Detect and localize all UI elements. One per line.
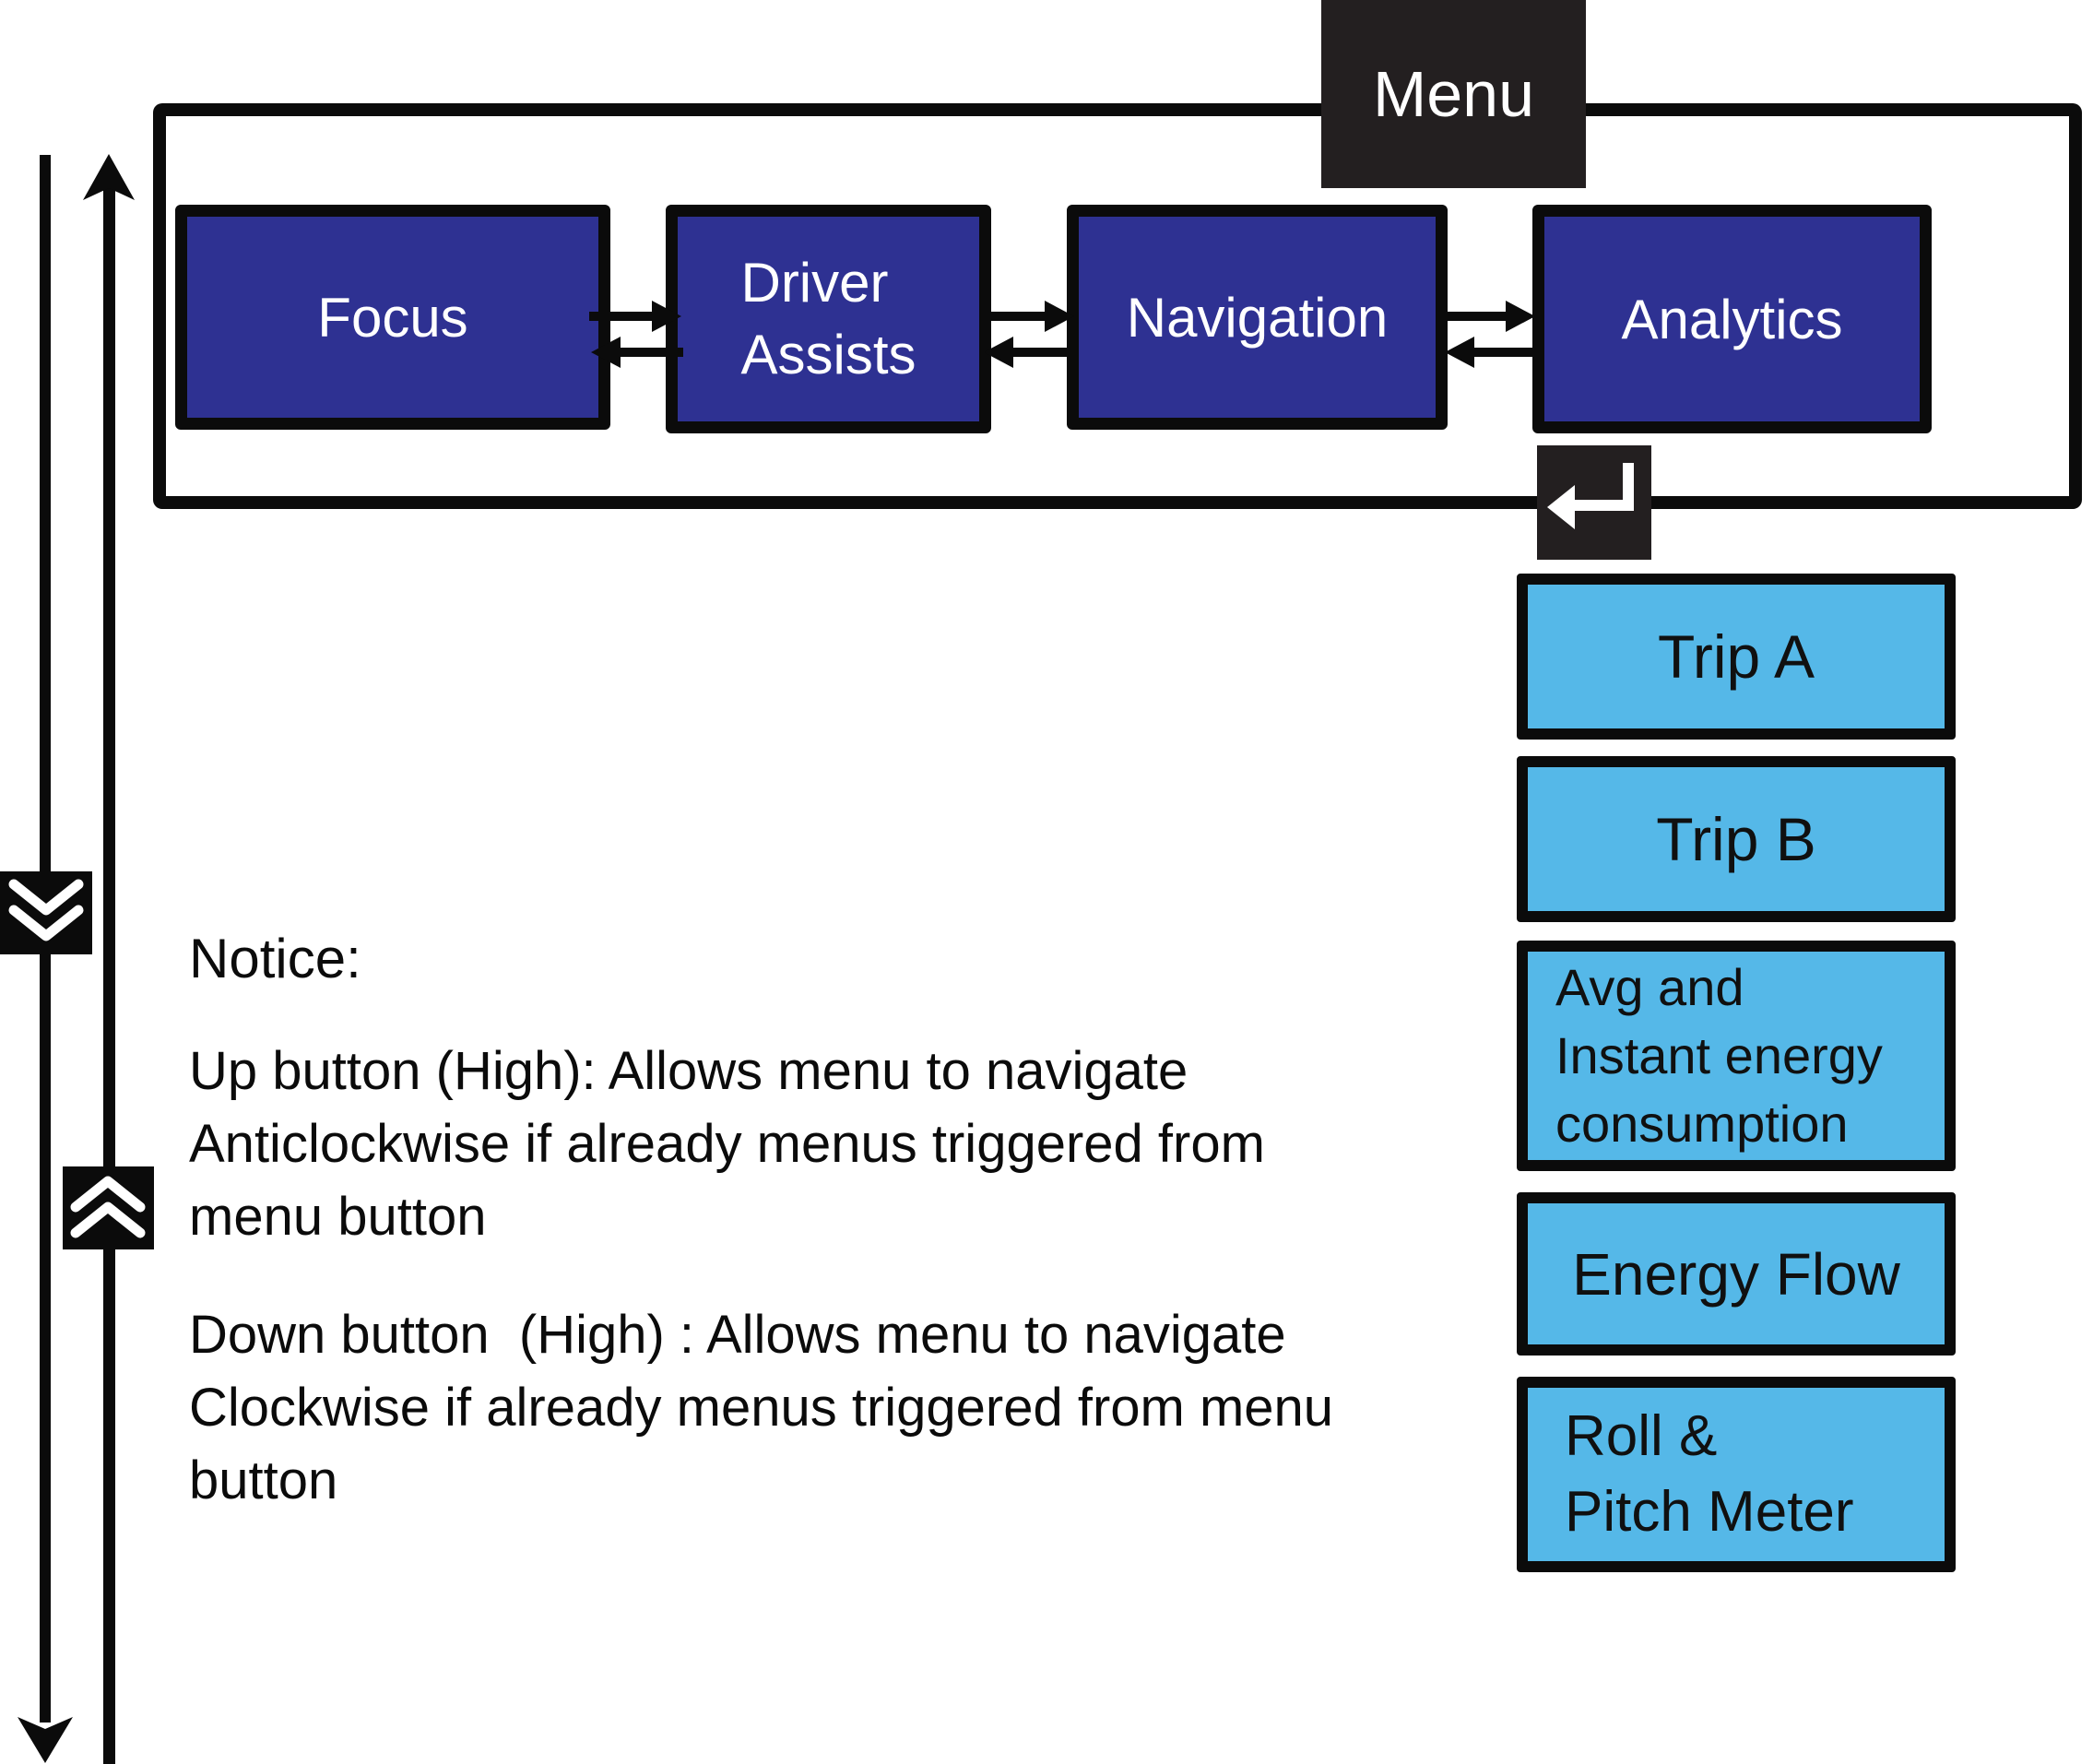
submenu-item-label: Trip B: [1656, 805, 1816, 873]
arrow-left-icon: [1445, 337, 1474, 368]
down-button: [0, 871, 92, 954]
arrow-right-icon: [1045, 301, 1074, 332]
menu-item-label: Driver Assists: [740, 252, 916, 385]
arrow-down-icon: [18, 1717, 73, 1763]
double-chevron-down-icon: [8, 879, 84, 941]
menu-item-label: Focus: [317, 286, 468, 349]
arrow-up-icon: [83, 154, 135, 200]
menu-button: Menu: [1321, 0, 1586, 188]
up-line: [103, 187, 115, 1764]
menu-item-focus: Focus: [175, 205, 610, 430]
submenu-item-label: Roll & Pitch Meter: [1565, 1404, 1854, 1544]
notice-up-button-text: Up button (High): Allows menu to navigat…: [189, 1041, 1265, 1247]
submenu-item-roll-pitch-meter: Roll & Pitch Meter: [1517, 1377, 1956, 1572]
up-button: [63, 1166, 154, 1249]
enter-button: [1537, 445, 1651, 560]
submenu-item-label: Energy Flow: [1572, 1240, 1900, 1308]
arrow-pair-navigation-analytics: [1443, 301, 1537, 368]
submenu-item-avg-instant-energy: Avg and Instant energy consumption: [1517, 941, 1956, 1171]
notice-title: Notice:: [189, 928, 361, 989]
menu-item-driver-assists: Driver Assists: [666, 205, 991, 433]
menu-item-analytics: Analytics: [1532, 205, 1932, 433]
menu-item-navigation: Navigation: [1067, 205, 1448, 430]
arrow-pair-focus-driver: [589, 301, 683, 368]
return-arrow-icon: [1547, 463, 1634, 529]
arrow-right-icon: [652, 301, 681, 332]
arrow-left-icon: [591, 337, 621, 368]
submenu-item-trip-a: Trip A: [1517, 574, 1956, 740]
submenu-item-energy-flow: Energy Flow: [1517, 1192, 1956, 1356]
arrow-left-icon: [984, 337, 1013, 368]
arrow-pair-driver-navigation: [982, 301, 1076, 368]
notice-down-button-text: Down button (High) : Allows menu to navi…: [189, 1305, 1334, 1510]
menu-button-label: Menu: [1372, 58, 1535, 130]
submenu-item-trip-b: Trip B: [1517, 756, 1956, 922]
submenu-item-label: Avg and Instant energy consumption: [1555, 958, 1883, 1153]
menu-item-label: Navigation: [1126, 286, 1389, 349]
arrow-right-icon: [1506, 301, 1535, 332]
menu-item-label: Analytics: [1621, 288, 1843, 350]
submenu-item-label: Trip A: [1658, 622, 1815, 691]
double-chevron-up-icon: [70, 1176, 146, 1238]
